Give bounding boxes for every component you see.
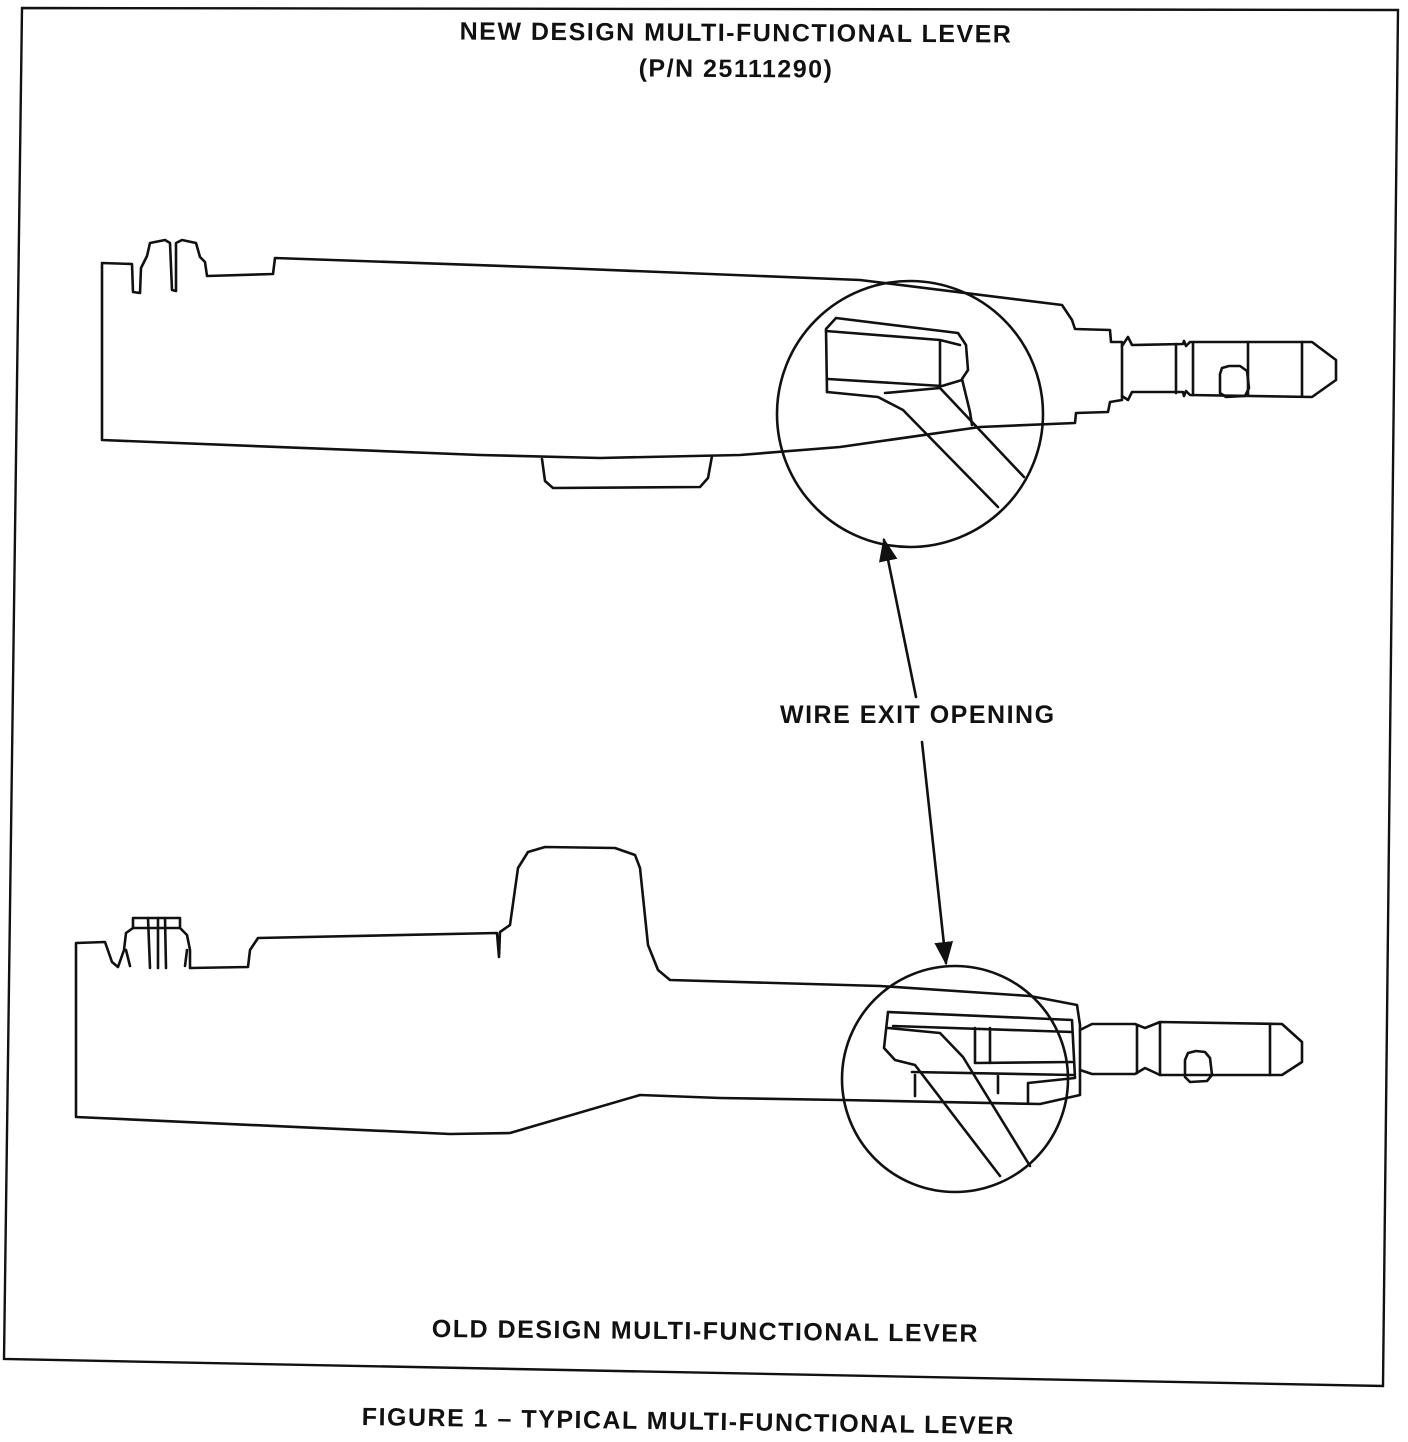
new-design-title: NEW DESIGN MULTI-FUNCTIONAL LEVER: [459, 17, 1013, 49]
new-design-part-number: (P/N 25111290): [638, 54, 834, 84]
arrow-to-old-design: [920, 740, 954, 966]
new-design-lever: [100, 238, 1338, 549]
new-detail-circle: [775, 279, 1045, 549]
arrow-to-new-design: [879, 537, 918, 699]
new-lever-body: [100, 238, 1124, 460]
wire-exit-opening-label: WIRE EXIT OPENING: [780, 701, 1056, 729]
new-detail-channel: [824, 316, 974, 427]
old-lever-shaft-ring: [1135, 1021, 1272, 1077]
new-lever-shaft: [1120, 335, 1338, 402]
figure-frame: [2, 6, 1400, 1388]
new-detail-slot: [824, 329, 964, 388]
wire-exit-arrows: [879, 537, 954, 966]
old-design-lever: [74, 845, 1304, 1194]
new-lever-shaft-knob: [1218, 364, 1251, 399]
old-detail-circle: [840, 964, 1070, 1194]
new-detail-wire: [825, 386, 1026, 509]
new-lever-underside-bump: [540, 454, 714, 490]
old-design-title: OLD DESIGN MULTI-FUNCTIONAL LEVER: [431, 1315, 980, 1348]
old-lever-body: [74, 845, 1082, 1136]
new-lever-shaft-ring: [1174, 340, 1304, 398]
old-detail-wire: [882, 1010, 1032, 1178]
old-lever-teeth: [124, 916, 189, 970]
old-lever-shaft-knob: [1183, 1049, 1214, 1084]
old-detail-channel: [886, 1010, 1077, 1105]
